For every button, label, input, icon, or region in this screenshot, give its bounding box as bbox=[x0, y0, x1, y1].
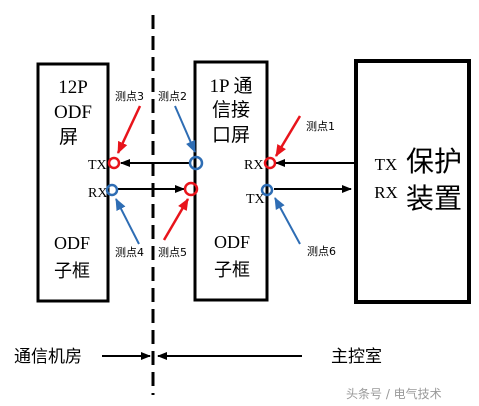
odf-12p-box bbox=[36, 62, 110, 303]
test-point-6-arrow bbox=[274, 197, 301, 245]
comm-tx-port-label: TX bbox=[246, 192, 265, 207]
test-point-1-arrow bbox=[274, 115, 302, 157]
comm-sub-1: ODF bbox=[214, 232, 250, 252]
odf-rx-port-blue bbox=[105, 183, 119, 197]
odf-12p-title-1: 12P bbox=[58, 77, 88, 98]
test-point-2-arrow bbox=[174, 105, 196, 153]
comm-title-1: 1P 通 bbox=[209, 75, 252, 97]
protection-label-2: 装置 bbox=[406, 183, 462, 215]
comm-interface-box bbox=[193, 60, 269, 302]
odf-12p-sub-1: ODF bbox=[54, 233, 90, 253]
test-point-5-arrow bbox=[162, 198, 190, 241]
comm-sub-2: 子框 bbox=[214, 260, 250, 280]
odf-tx-port-label: TX bbox=[88, 158, 107, 173]
comm-rx-port-red bbox=[263, 156, 277, 170]
odf-tx-port-red bbox=[107, 156, 121, 170]
test-point-3-arrow bbox=[116, 105, 142, 154]
test-point-4-arrow bbox=[115, 198, 140, 245]
test-point-3-label: 测点3 bbox=[115, 90, 144, 103]
odf-rx-port-label: RX bbox=[88, 186, 107, 201]
odf-12p-title-3: 屏 bbox=[59, 127, 78, 148]
test-point-1-label: 测点1 bbox=[306, 120, 335, 133]
watermark: 头条号 / 电气技术 bbox=[346, 386, 442, 401]
comm-title-2: 信接 bbox=[212, 99, 250, 121]
comm-out-port-red bbox=[183, 181, 199, 197]
control-room-label: 主控室 bbox=[331, 347, 382, 367]
test-point-2-label: 测点2 bbox=[158, 90, 187, 103]
comm-tx-port-blue bbox=[260, 183, 274, 197]
test-point-4-label: 测点4 bbox=[115, 246, 144, 259]
odf-12p-sub-2: 子框 bbox=[54, 261, 90, 281]
protection-device-box bbox=[354, 59, 471, 304]
comm-room-label: 通信机房 bbox=[14, 347, 82, 367]
comm-title-3: 口屏 bbox=[212, 125, 250, 146]
comm-in-port-blue bbox=[188, 155, 204, 171]
test-point-6-label: 测点6 bbox=[307, 245, 336, 258]
odf-12p-title-2: ODF bbox=[54, 102, 92, 123]
comm-rx-port-label: RX bbox=[244, 158, 263, 173]
test-point-5-label: 测点5 bbox=[158, 246, 187, 259]
protection-label-1: 保护 bbox=[406, 146, 462, 178]
protection-tx-label: TX bbox=[375, 155, 398, 174]
protection-rx-label: RX bbox=[374, 183, 398, 202]
